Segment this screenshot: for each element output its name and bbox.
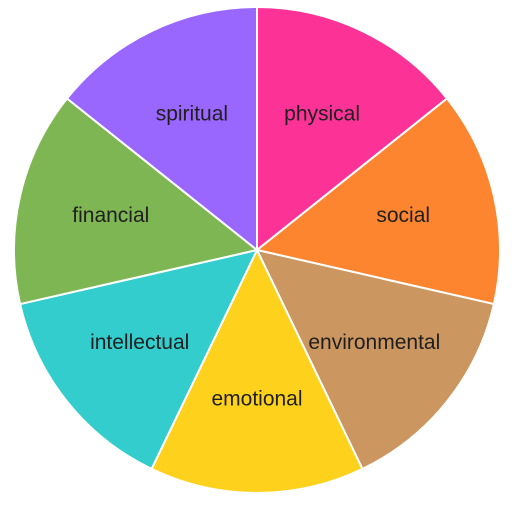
slice-environmental xyxy=(256,249,495,470)
label-social: social xyxy=(376,204,430,227)
slice-social xyxy=(256,97,501,306)
label-emotional: emotional xyxy=(211,388,302,411)
slice-financial xyxy=(13,97,258,306)
slice-spiritual xyxy=(66,6,258,251)
label-physical: physical xyxy=(284,102,360,125)
label-environmental: environmental xyxy=(308,331,440,354)
slice-physical xyxy=(256,6,448,251)
slice-emotional xyxy=(150,249,364,494)
label-financial: financial xyxy=(72,204,149,227)
label-intellectual: intellectual xyxy=(90,331,189,354)
label-spiritual: spiritual xyxy=(156,102,228,125)
slice-intellectual xyxy=(19,249,258,470)
wheel-labels: physical social environmental emotional inte… xyxy=(72,102,440,410)
wheel-slices xyxy=(13,6,501,494)
